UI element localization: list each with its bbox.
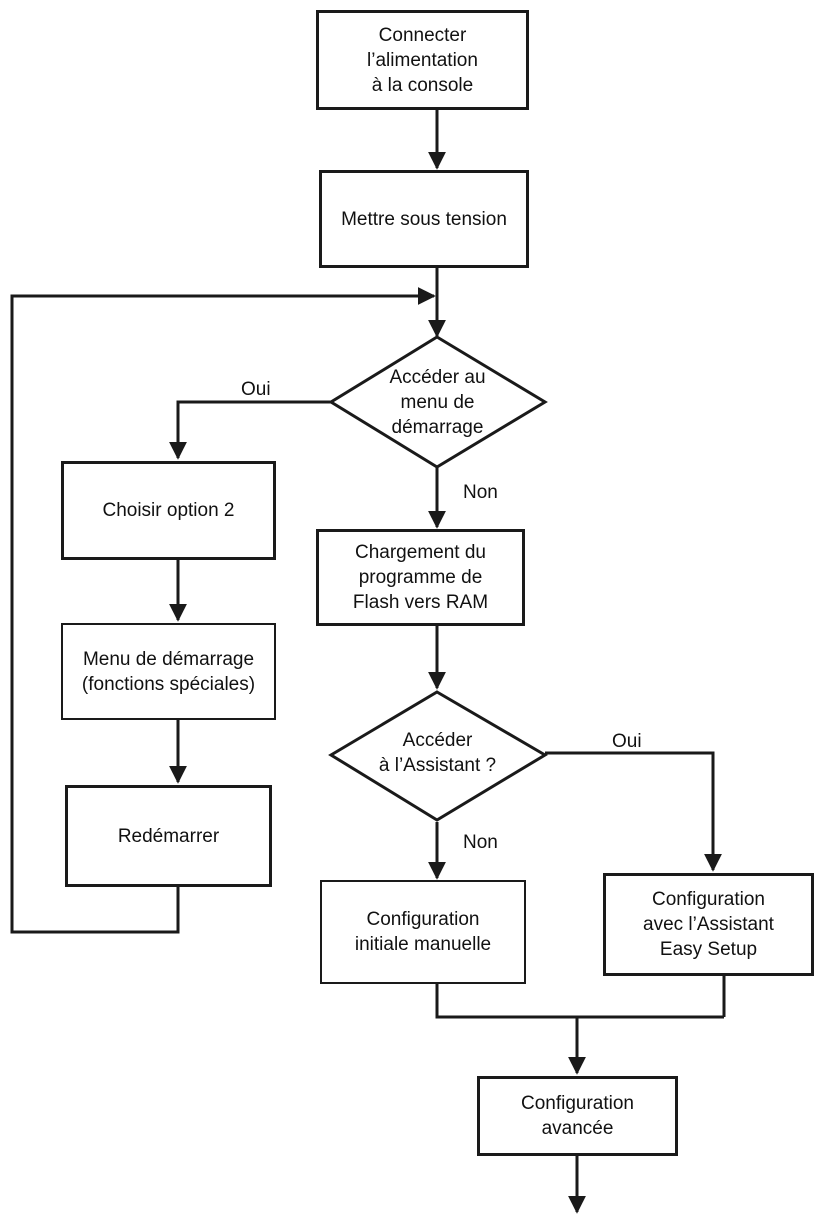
box-load-flash-ram: Chargement du programme de Flash vers RA… [316,529,525,626]
box-advanced-config: Configuration avancée [477,1076,678,1156]
box-choose-option-2: Choisir option 2 [61,461,276,560]
box-manual-initial-config: Configuration initiale manuelle [320,880,526,984]
box-reboot: Redémarrer [65,785,272,887]
label-wizard-yes: Oui [612,731,642,752]
merge-line-left [435,984,724,1019]
label-wizard-no: Non [463,832,498,853]
label-boot-no: Non [463,482,498,503]
box-connect-power: Connecter l’alimentation à la console [316,10,529,110]
loop-back-line [10,287,436,934]
arrow-wizard-yes [545,751,722,872]
arrow-boot-yes [169,400,331,460]
box-boot-menu-special: Menu de démarrage (fonctions spéciales) [61,623,276,720]
label-boot-yes: Oui [241,379,271,400]
decision-wizard-text: Accéder à l’Assistant ? [378,730,497,776]
decision-boot-menu-text: Accéder au menu de démarrage [389,367,486,438]
box-power-on: Mettre sous tension [319,170,529,268]
decision-wizard [328,690,548,822]
box-easy-setup-config: Configuration avec l’Assistant Easy Setu… [603,873,814,976]
decision-boot-menu [328,335,548,469]
